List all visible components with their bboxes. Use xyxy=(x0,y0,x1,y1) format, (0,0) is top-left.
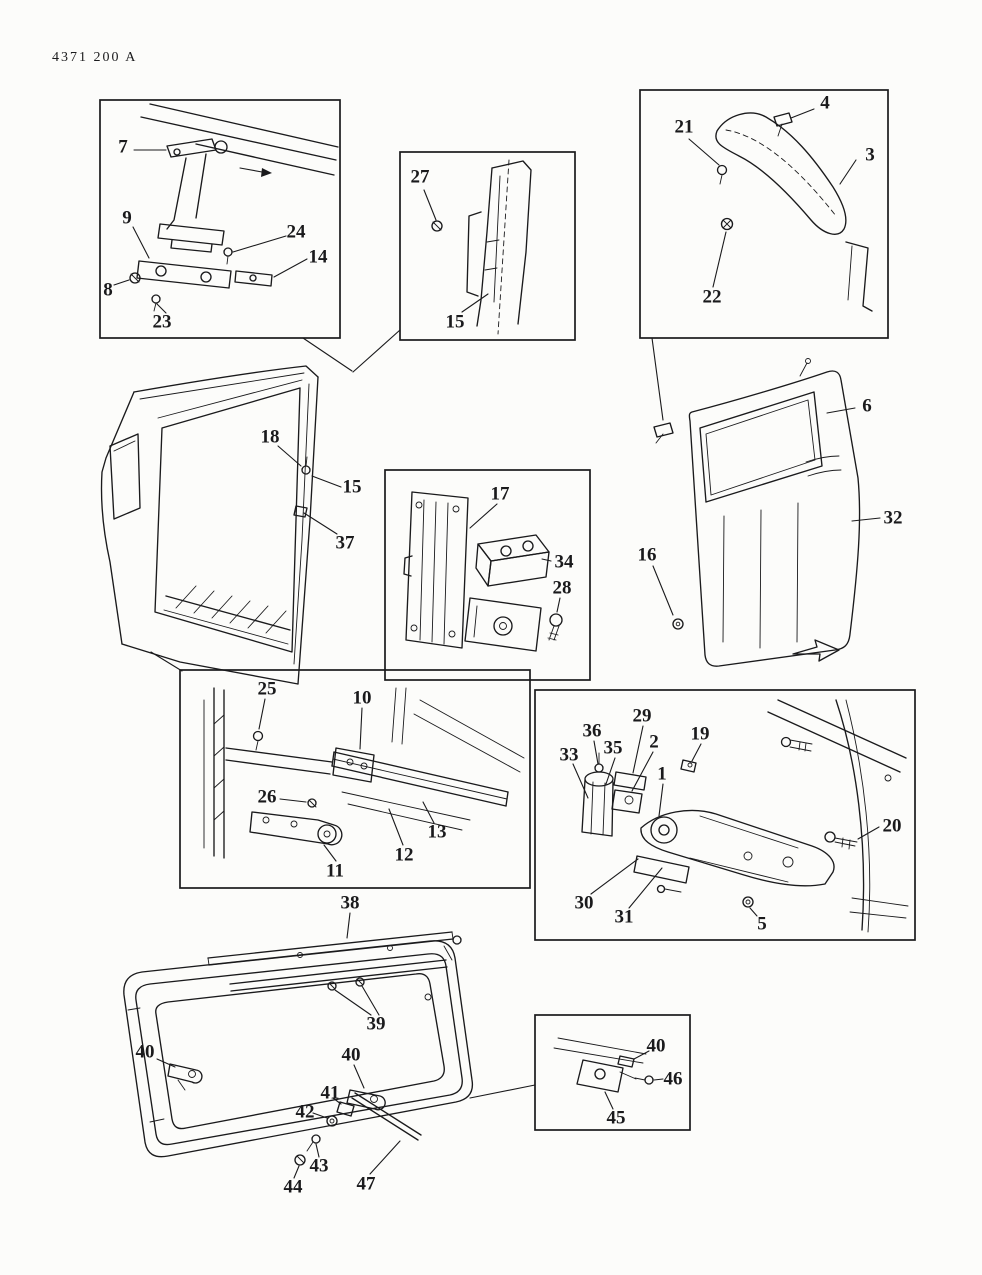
callout-9: 9 xyxy=(122,207,132,229)
callout-42: 42 xyxy=(295,1101,315,1123)
callout-10: 10 xyxy=(352,687,372,709)
callout-31: 31 xyxy=(614,906,634,928)
callout-14: 14 xyxy=(308,246,328,268)
callout-13: 13 xyxy=(427,821,447,843)
callout-32: 32 xyxy=(883,507,903,529)
callout-21: 21 xyxy=(674,116,694,138)
detail-box-lower-track xyxy=(179,669,531,889)
callout-33: 33 xyxy=(559,744,579,766)
callout-22: 22 xyxy=(702,286,722,308)
window-frame-art xyxy=(123,912,474,1179)
callout-35: 35 xyxy=(603,737,623,759)
callout-38: 38 xyxy=(340,892,360,914)
callout-28: 28 xyxy=(552,577,572,599)
callout-27: 27 xyxy=(410,166,430,188)
callout-17: 17 xyxy=(490,483,510,505)
connector-lines xyxy=(150,329,664,1099)
figure-code: 4371 200 A xyxy=(52,50,138,65)
callout-46: 46 xyxy=(663,1068,683,1090)
callout-1: 1 xyxy=(657,763,667,785)
callout-19: 19 xyxy=(690,723,710,745)
callout-7: 7 xyxy=(118,136,128,158)
callout-6: 6 xyxy=(862,395,872,417)
detail-box-track-cover xyxy=(639,89,889,339)
detail-box-center-hinge xyxy=(384,469,591,681)
callout-30: 30 xyxy=(574,892,594,914)
detail-box-rear-hinge xyxy=(534,689,916,941)
detail-box-upper-roller xyxy=(99,99,341,339)
detail-box-vent-latch xyxy=(534,1014,691,1131)
callout-45: 45 xyxy=(606,1107,626,1129)
callout-40: 40 xyxy=(135,1041,155,1063)
callout-2: 2 xyxy=(649,731,659,753)
callout-36: 36 xyxy=(582,720,602,742)
callout-24: 24 xyxy=(286,221,306,243)
callout-5: 5 xyxy=(757,913,767,935)
callout-26: 26 xyxy=(257,786,277,808)
callout-23: 23 xyxy=(152,311,172,333)
callout-18: 18 xyxy=(260,426,280,448)
callout-11: 11 xyxy=(326,860,344,882)
callout-44: 44 xyxy=(283,1176,303,1198)
callout-39: 39 xyxy=(366,1013,386,1035)
callout-20: 20 xyxy=(882,815,902,837)
detail-box-front-pillar xyxy=(399,151,576,341)
callout-43: 43 xyxy=(309,1155,329,1177)
callout-41: 41 xyxy=(320,1082,340,1104)
callout-4: 4 xyxy=(820,92,830,114)
callout-16: 16 xyxy=(637,544,657,566)
callout-12: 12 xyxy=(394,844,414,866)
callout-8: 8 xyxy=(103,279,113,301)
callout-37: 37 xyxy=(335,532,355,554)
van-body-art xyxy=(100,365,342,685)
callout-25: 25 xyxy=(257,678,277,700)
callout-34: 34 xyxy=(554,551,574,573)
callout-15: 15 xyxy=(342,476,362,498)
callout-40: 40 xyxy=(646,1035,666,1057)
sliding-door-art xyxy=(652,358,881,667)
callout-3: 3 xyxy=(865,144,875,166)
callout-40: 40 xyxy=(341,1044,361,1066)
callout-15: 15 xyxy=(445,311,465,333)
callout-47: 47 xyxy=(356,1173,376,1195)
callout-29: 29 xyxy=(632,705,652,727)
